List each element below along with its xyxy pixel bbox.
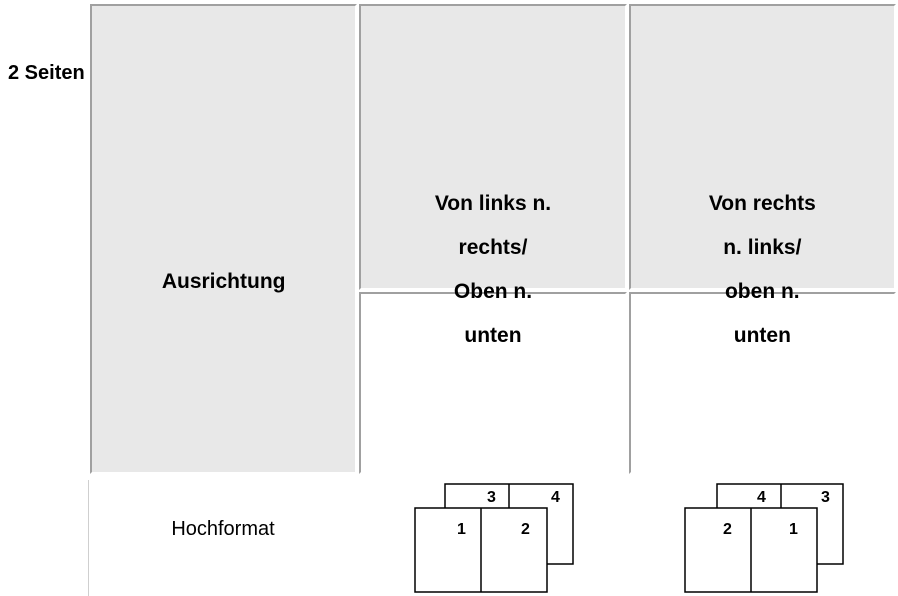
ltr-page-1: 1 bbox=[457, 521, 466, 538]
rtl-page-1: 1 bbox=[789, 521, 798, 538]
ltr-page-3: 3 bbox=[487, 489, 496, 506]
header-orientation-label: Ausrichtung bbox=[161, 270, 286, 293]
ltr-page-order-diagram: 1 2 3 4 bbox=[409, 480, 579, 596]
layout-table: Ausrichtung Von links n. rechts/ Oben n.… bbox=[88, 0, 898, 596]
table-header-row: Ausrichtung Von links n. rechts/ Oben n.… bbox=[90, 4, 896, 474]
spacer-cell-ltr bbox=[359, 292, 627, 474]
rtl-page-2: 2 bbox=[723, 521, 732, 538]
header-ltr: Von links n. rechts/ Oben n. unten bbox=[359, 4, 627, 347]
ltr-page-2: 2 bbox=[521, 521, 530, 538]
header-rtl: Von rechts n. links/ oben n. unten bbox=[628, 4, 896, 347]
rtl-page-3: 3 bbox=[821, 489, 830, 506]
rtl-page-order-diagram: 2 1 4 3 bbox=[679, 480, 849, 596]
header-orientation: Ausrichtung bbox=[90, 4, 358, 474]
spacer-cell-rtl bbox=[628, 292, 896, 474]
ltr-page-4: 4 bbox=[551, 489, 560, 506]
page-heading: 2 Seiten bbox=[8, 62, 85, 84]
table-row: Hochformat 1 2 3 4 2 1 4 3 bbox=[88, 480, 898, 596]
table-spacer-row bbox=[90, 292, 896, 474]
rtl-page-4: 4 bbox=[757, 489, 766, 506]
row-label-portrait: Hochformat bbox=[171, 518, 275, 540]
header-ltr-label: Von links n. rechts/ Oben n. unten bbox=[434, 192, 552, 347]
header-rtl-label: Von rechts n. links/ oben n. unten bbox=[708, 192, 816, 347]
